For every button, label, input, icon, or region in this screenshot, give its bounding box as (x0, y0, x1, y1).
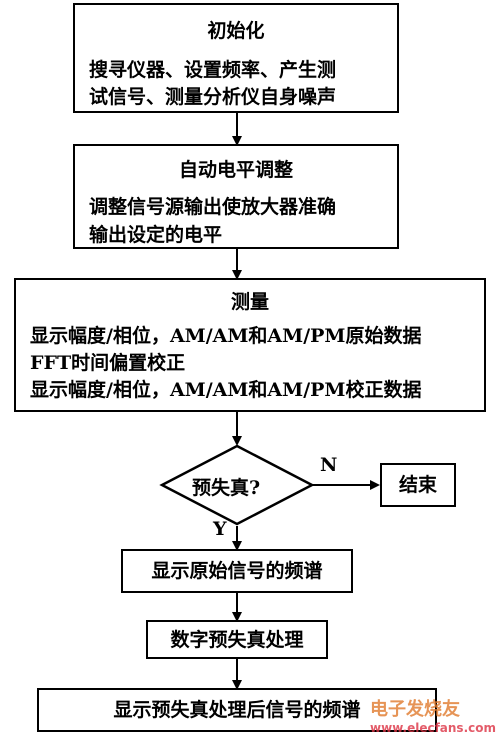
end-label: 结束 (398, 474, 437, 496)
decision-yes-label: Y (213, 518, 227, 540)
show-processed-label: 显示预失真处理后信号的频谱 (113, 699, 361, 721)
measure-line-2: FFT时间偏置校正 (30, 352, 186, 374)
show-original-label: 显示原始信号的频谱 (151, 560, 323, 582)
watermark-logo: 电子发烧友 www.elecfans.com (370, 695, 496, 735)
watermark-site: www.elecfans.com (370, 721, 496, 735)
init-body: 搜寻仪器、设置频率、产生测 试信号、测量分析仪自身噪声 (89, 59, 337, 108)
show-processed-box: 显示预失真处理后信号的频谱 (37, 688, 437, 732)
measure-line-1: 显示幅度/相位，AM/AM和AM/PM原始数据 (30, 325, 422, 347)
show-original-box: 显示原始信号的频谱 (121, 549, 353, 593)
decision-diamond (159, 444, 315, 526)
measure-title: 测量 (230, 291, 269, 313)
init-title: 初始化 (207, 20, 265, 42)
decision-no-label: N (320, 454, 338, 476)
init-box: 初始化 搜寻仪器、设置频率、产生测 试信号、测量分析仪自身噪声 (73, 3, 399, 113)
measure-box: 测量 显示幅度/相位，AM/AM和AM/PM原始数据 FFT时间偏置校正 显示幅… (14, 278, 486, 412)
digital-predistortion-label: 数字预失真处理 (170, 629, 304, 651)
auto-level-box: 自动电平调整 调整信号源输出使放大器准确 输出设定的电平 (73, 144, 399, 249)
watermark-brand: 电子发烧友 (370, 699, 461, 720)
digital-predistortion-box: 数字预失真处理 (146, 620, 328, 659)
measure-line-3: 显示幅度/相位，AM/AM和AM/PM校正数据 (30, 379, 422, 401)
decision-label: 预失真? (192, 477, 261, 499)
auto-level-body: 调整信号源输出使放大器准确 输出设定的电平 (89, 196, 337, 246)
auto-level-title: 自动电平调整 (178, 159, 293, 181)
end-box: 结束 (380, 463, 456, 507)
